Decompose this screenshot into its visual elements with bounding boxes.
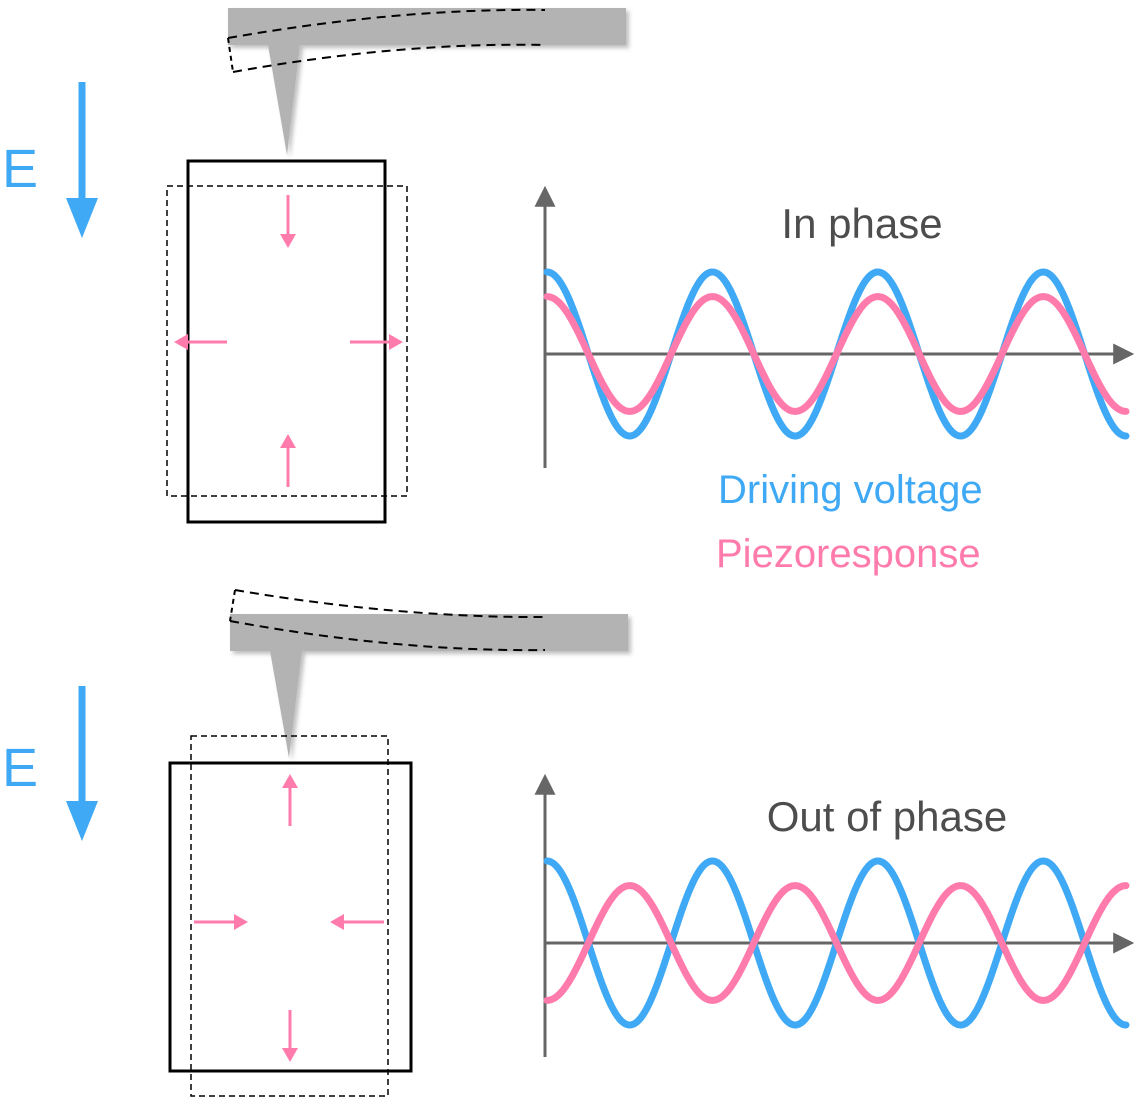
legend-piezoresponse: Piezoresponse <box>716 532 981 576</box>
cantilever-deflection-top <box>227 8 546 39</box>
series-piezoresponse-line <box>543 293 1130 415</box>
chart-waves-bottom <box>543 857 1130 1029</box>
sample-bottom <box>168 761 413 1073</box>
series-piezoresponse-line <box>543 882 1130 1004</box>
chart-waves-top <box>543 268 1130 440</box>
field-label-top: E <box>2 139 38 199</box>
field-arrow-bottom <box>66 686 98 841</box>
strain-arrows-bottom <box>194 774 384 1062</box>
cantilever-deflection-bottom <box>234 589 546 619</box>
cantilever-top <box>228 8 626 155</box>
field-label-bottom: E <box>2 738 38 798</box>
chart-title-top: In phase <box>781 200 942 247</box>
panel-in-phase: E In phase Driving voltage Piezo <box>2 8 1135 576</box>
chart-title-bottom: Out of phase <box>767 793 1008 840</box>
panel-out-of-phase: E Out of phase <box>2 589 1135 1097</box>
cantilever-bottom <box>230 614 628 758</box>
legend-driving-voltage: Driving voltage <box>718 468 983 512</box>
strain-arrows-top <box>174 195 403 487</box>
sample-deformed-top <box>166 185 408 497</box>
field-arrow-top <box>66 82 98 238</box>
sample-deformed-bottom <box>190 735 389 1097</box>
